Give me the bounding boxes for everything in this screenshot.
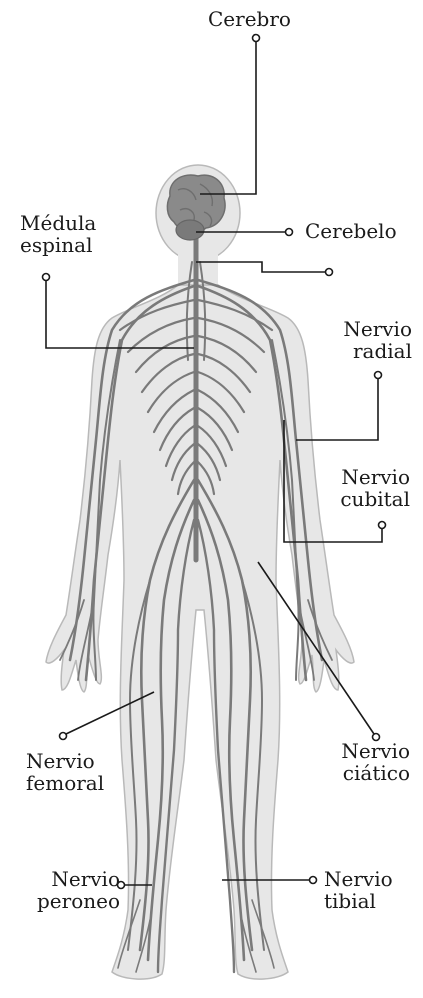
label-ciatico-line1: Nervio [318,740,410,762]
label-peroneo-line1: Nervio [10,868,120,890]
label-medula-line2: espinal [20,234,96,256]
label-tibial-line1: Nervio [324,868,393,890]
label-radial-line2: radial [322,340,412,362]
label-nervio-tibial: Nervio tibial [324,868,393,912]
label-cerebelo-text: Cerebelo [305,220,397,242]
label-nervio-femoral: Nervio femoral [26,750,104,794]
medula-marker [43,274,50,281]
label-nervio-cubital: Nervio cubital [318,466,410,510]
label-cerebro-text: Cerebro [208,8,291,30]
label-cerebelo: Cerebelo [305,220,397,242]
label-femoral-line2: femoral [26,772,104,794]
label-ciatico-line2: ciático [318,762,410,784]
label-nervio-ciatico: Nervio ciático [318,740,410,784]
unlabeled-marker [326,269,333,276]
label-medula-espinal: Médula espinal [20,212,96,256]
label-medula-line1: Médula [20,212,96,234]
cubital-marker [379,522,386,529]
label-cubital-line2: cubital [318,488,410,510]
label-tibial-line2: tibial [324,890,393,912]
radial-marker [375,372,382,379]
label-nervio-radial: Nervio radial [322,318,412,362]
cerebelo-marker [286,229,293,236]
label-radial-line1: Nervio [322,318,412,340]
label-femoral-line1: Nervio [26,750,104,772]
label-peroneo-line2: peroneo [10,890,120,912]
femoral-marker [60,733,67,740]
label-cubital-line1: Nervio [318,466,410,488]
label-nervio-peroneo: Nervio peroneo [10,868,120,912]
cerebellum-shape [176,220,204,240]
cerebro-marker [253,35,260,42]
label-cerebro: Cerebro [208,8,291,30]
tibial-marker [310,877,317,884]
